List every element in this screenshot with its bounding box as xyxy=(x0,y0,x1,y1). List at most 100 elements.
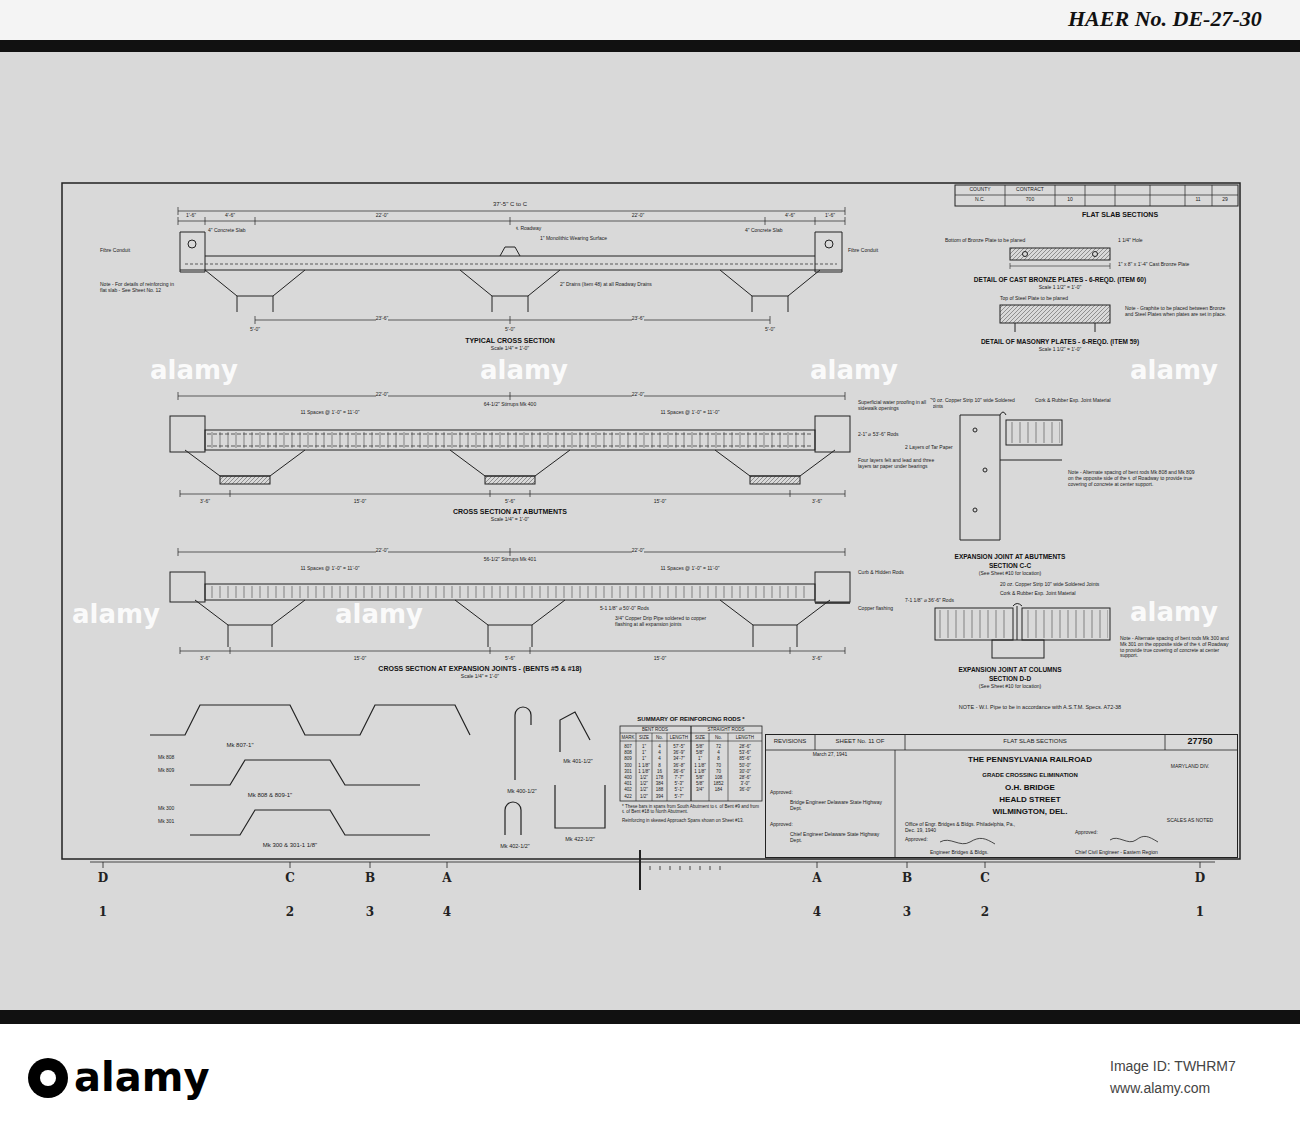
scale-marker: 1 xyxy=(99,906,107,920)
note-text: 11 xyxy=(1195,197,1200,203)
table-cell: 1 1/8" xyxy=(638,763,650,768)
dimension: 3'-6" xyxy=(200,656,210,662)
note-text: Mk 422-1/2" xyxy=(565,836,594,842)
section-title: EXPANSION JOINT AT ABUTMENTS xyxy=(955,553,1066,560)
table-cell: 188 xyxy=(656,787,664,792)
note-text: (See Sheet #10 for location) xyxy=(979,571,1041,577)
section-title: SECTION C-C xyxy=(989,562,1031,569)
note-text: 11 Spaces @ 1'-0" = 11'-0" xyxy=(300,566,359,572)
note-text: Bottom of Bronze Plate to be planed xyxy=(945,238,1025,244)
note-text: Four layers felt and lead and three laye… xyxy=(858,458,938,470)
note-text: 11 Spaces @ 1'-0" = 11'-0" xyxy=(300,410,359,416)
table-cell: 8 xyxy=(717,756,720,761)
section-title: DETAIL OF MASONRY PLATES - 6-REQD. (ITEM… xyxy=(981,338,1139,345)
title-block-text: Approved: xyxy=(905,837,928,843)
table-cell: 53'-6" xyxy=(739,750,750,755)
section-title: CROSS SECTION AT EXPANSION JOINTS - (BEN… xyxy=(378,665,581,673)
scale-marker: 3 xyxy=(903,906,911,920)
table-cell: 1" xyxy=(642,744,646,749)
dimension: 23'-6" xyxy=(632,316,645,322)
table-cell: 807 xyxy=(624,744,632,749)
dimension: 22'-0" xyxy=(632,392,645,398)
table-cell: 36'-8" xyxy=(673,763,684,768)
note-text: Reinforcing in skewed Approach Spans sho… xyxy=(622,818,762,823)
note-text: Cork & Rubber Exp. Joint Material xyxy=(1000,591,1076,597)
title-block-text: MARYLAND DIV. xyxy=(1171,764,1209,770)
scale-marker: D xyxy=(1195,872,1205,886)
note-text: 1 1/4" Hole xyxy=(1118,238,1143,244)
table-cell: 384 xyxy=(656,781,664,786)
table-cell: 4 xyxy=(658,756,661,761)
note-text: Cork & Rubber Exp. Joint Material xyxy=(1035,398,1125,404)
table-cell: 1" xyxy=(642,756,646,761)
table-cell: 4 xyxy=(717,750,720,755)
dimension: 15'-0" xyxy=(654,499,667,505)
note-text: Superficial water proofing in all sidewa… xyxy=(858,400,933,412)
title-block-text: HEALD STREET xyxy=(999,795,1060,804)
note-text: Scale 1/4" = 1'-0" xyxy=(491,517,529,523)
note-text: Scale 1/4" = 1'-0" xyxy=(491,346,529,352)
dimension: 22'-0" xyxy=(376,548,389,554)
scale-marker: C xyxy=(980,872,990,886)
dimension: 37'-5" C to C xyxy=(493,201,527,208)
table-cell: 5/8" xyxy=(696,744,704,749)
dimension: 15'-0" xyxy=(654,656,667,662)
note-text: 700 xyxy=(1026,197,1034,203)
note-text: 3/4" Copper Drip Pipe soldered to copper… xyxy=(615,616,720,628)
title-block-text: Office of Engr. Bridges & Bldgs. Philade… xyxy=(905,822,1025,834)
note-text: Mk 807-1" xyxy=(226,742,253,749)
note-text: Mk 809 xyxy=(158,768,174,774)
note-text: 4" Concrete Slab xyxy=(208,228,246,234)
dimension: 3'-6" xyxy=(812,656,822,662)
title-block-text: Bridge Engineer Delaware State Highway D… xyxy=(790,800,890,812)
table-cell: 422 xyxy=(624,794,632,799)
section-title: EXPANSION JOINT AT COLUMNS xyxy=(958,666,1061,673)
scale-marker: C xyxy=(285,872,295,886)
watermark: alamy xyxy=(1130,598,1218,628)
section-title: CROSS SECTION AT ABUTMENTS xyxy=(453,508,567,516)
table-cell: 1/2" xyxy=(640,775,648,780)
table-cell: 4 xyxy=(658,750,661,755)
table-cell: 28'-6" xyxy=(739,744,750,749)
note-text: 56-1/2" Stirrups Mk 401 xyxy=(484,557,536,563)
dimension: 5'-6" xyxy=(505,499,515,505)
note-text: No. xyxy=(656,735,663,740)
table-cell: 70 xyxy=(716,763,721,768)
note-text: 29 xyxy=(1222,197,1228,203)
title-block-text: Approved: xyxy=(770,790,793,796)
dimension: 1'-6" xyxy=(825,213,835,219)
table-cell: 34'-7" xyxy=(673,756,684,761)
table-cell: 1" xyxy=(642,750,646,755)
scale-marker: B xyxy=(902,872,912,886)
note-text: Scale 1 1/2" = 1'-0" xyxy=(1039,347,1081,353)
note-text: 1" x 8" x 1'-4" Cast Bronze Plate xyxy=(1118,262,1189,268)
table-cell: 1852 xyxy=(713,781,723,786)
table-cell: 36'-9" xyxy=(673,750,684,755)
table-cell: 809 xyxy=(624,756,632,761)
table-cell: 808 xyxy=(624,750,632,755)
note-text: 20 oz. Copper Strip 10" wide Soldered Jo… xyxy=(1000,582,1099,588)
table-cell: 5'-3" xyxy=(675,781,684,786)
dimension: 23'-6" xyxy=(376,316,389,322)
note-text: Note - Alternate spacing of bent rods Mk… xyxy=(1120,636,1230,659)
table-cell: 401 xyxy=(624,781,632,786)
note-text: (See Sheet #10 for location) xyxy=(979,684,1041,690)
dimension: 5'-0" xyxy=(505,327,515,333)
table-cell: 57'-5" xyxy=(673,744,684,749)
note-text: LENGTH xyxy=(736,735,754,740)
title-block-text: Chief Engineer Delaware State Highway De… xyxy=(790,832,890,844)
note-text: 2" Drains (Item 48) at all Roadway Drain… xyxy=(560,282,660,288)
table-cell: 394 xyxy=(656,794,664,799)
note-text: 2-1" ⌀ 53'-6" Rods xyxy=(858,432,899,438)
note-text: Mk 401-1/2" xyxy=(563,758,592,764)
note-text: BENT RODS xyxy=(642,727,668,732)
note-text: Scale 1 1/2" = 1'-0" xyxy=(1039,285,1081,291)
note-text: N.C. xyxy=(975,197,985,203)
section-title: DETAIL OF CAST BRONZE PLATES - 6-REQD. (… xyxy=(974,276,1146,283)
section-title: TYPICAL CROSS SECTION xyxy=(465,337,555,345)
note-text: Fibre Conduit xyxy=(100,248,130,254)
note-text: Note - Graphite to be placed between Bro… xyxy=(1125,306,1235,318)
note-text: 1" Monolithic Wearing Surface xyxy=(540,236,607,242)
table-cell: 178 xyxy=(656,775,664,780)
